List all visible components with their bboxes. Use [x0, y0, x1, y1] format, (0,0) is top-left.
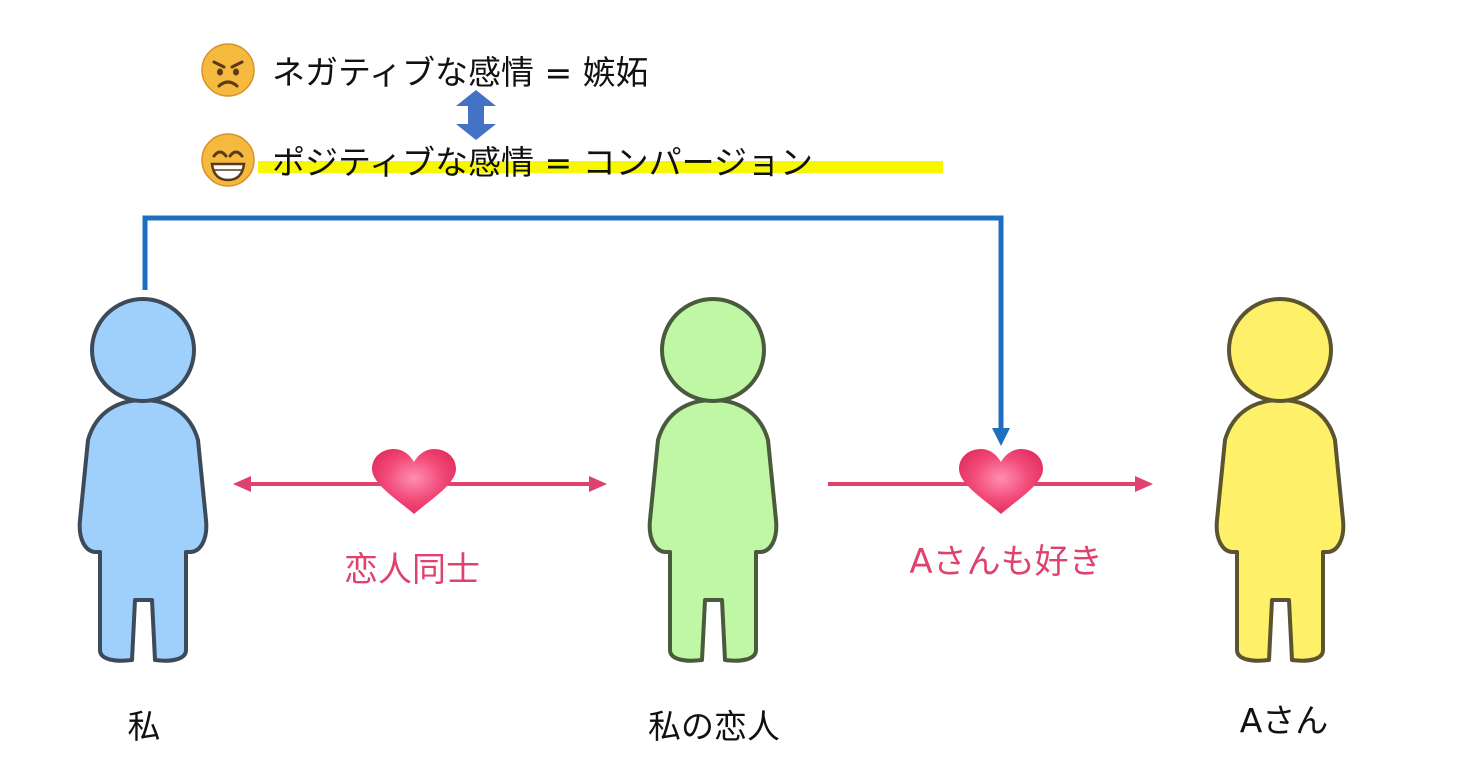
legend-positive: ポジティブな感情 = コンパージョン	[200, 132, 813, 188]
person-me-figure	[77, 297, 209, 663]
likes-a-label: Aさんも好き	[909, 542, 1103, 582]
grinning-face-icon	[201, 133, 255, 187]
heart-icon	[959, 449, 1043, 514]
legend-negative: ネガティブな感情 = 嫉妬	[200, 42, 649, 98]
positive-highlight	[258, 161, 943, 173]
person-me-label: 私	[127, 707, 161, 746]
connector-arrow	[142, 215, 1010, 446]
lovers-label: 恋人同士	[344, 550, 480, 590]
person-partner-figure	[647, 297, 779, 663]
person-a-figure	[1214, 297, 1346, 663]
swap-arrow-icon	[456, 90, 496, 140]
legend-negative-text: ネガティブな感情 = 嫉妬	[272, 53, 649, 92]
heart-icon	[372, 449, 456, 514]
legend-positive-text: ポジティブな感情 = コンパージョン	[272, 143, 813, 182]
person-partner-label: 私の恋人	[648, 707, 780, 746]
person-a-label: Aさん	[1239, 701, 1329, 740]
angry-face-icon	[201, 43, 255, 97]
